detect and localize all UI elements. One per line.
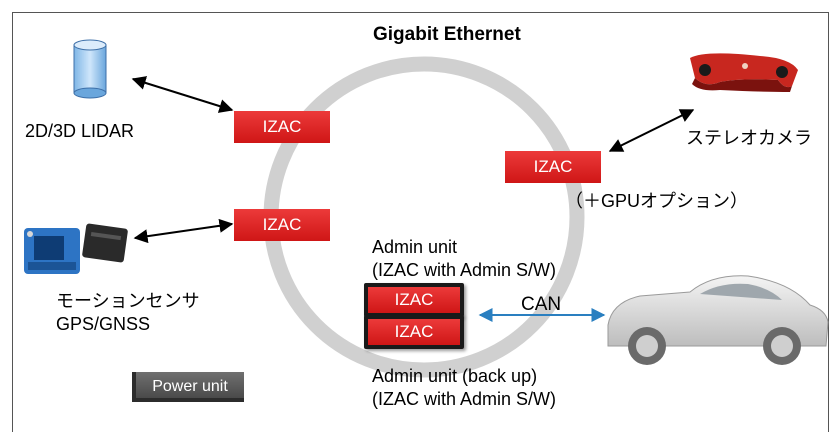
stereo-camera-label: ステレオカメラ: [686, 128, 812, 148]
admin-backup-sublabel: (IZAC with Admin S/W): [372, 389, 557, 409]
car-icon: [607, 275, 829, 365]
gpu-option-label: （＋GPUオプション）: [565, 191, 749, 211]
lidar-icon: [73, 39, 107, 99]
izac-admin-backup: IZAC: [364, 315, 464, 349]
diagram-title: Gigabit Ethernet: [373, 24, 521, 45]
izac-motion-sensor: IZAC: [234, 209, 330, 241]
stereo-camera-icon: [690, 53, 798, 92]
admin-unit-label: Admin unit: [372, 237, 458, 257]
lidar-label: 2D/3D LIDAR: [25, 121, 135, 141]
diagram: Gigabit Ethernet 2D/3D LIDAR ステレオカメラ （＋G…: [12, 12, 829, 432]
motion-sensor-arrow: [133, 218, 234, 244]
diagram-frame: [12, 12, 829, 432]
izac-camera: IZAC: [505, 151, 601, 183]
izac-admin: IZAC: [364, 283, 464, 317]
motion-sensor-label: モーションセンサ: [56, 291, 200, 311]
power-unit: Power unit: [132, 372, 244, 402]
diagram-graphics: [24, 39, 829, 378]
admin-backup-label: Admin unit (back up): [372, 366, 538, 386]
lidar-arrow: [131, 76, 234, 113]
admin-unit-sublabel: (IZAC with Admin S/W): [372, 260, 557, 280]
can-label: CAN: [521, 294, 562, 315]
camera-arrow: [608, 109, 695, 152]
gps-gnss-label: GPS/GNSS: [56, 314, 151, 334]
izac-lidar: IZAC: [234, 111, 330, 143]
motion-sensor-icon: [24, 223, 128, 274]
